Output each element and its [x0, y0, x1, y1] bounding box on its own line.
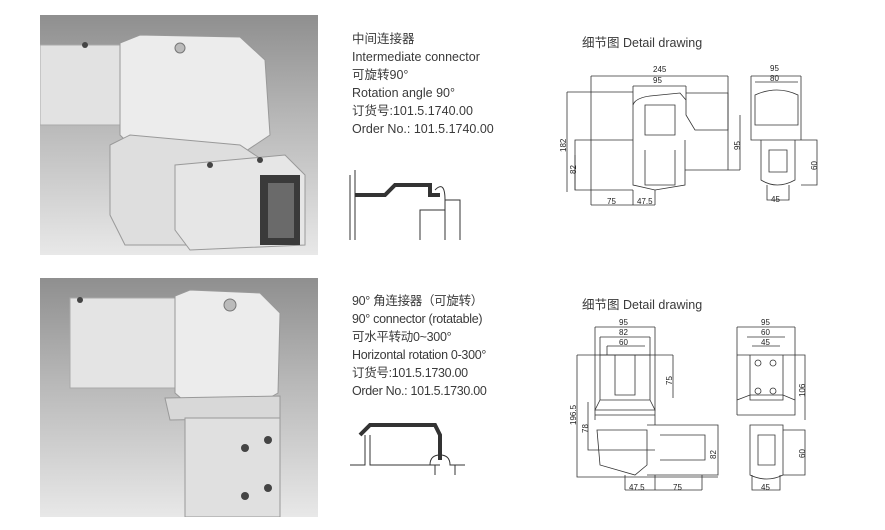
- product-name-cn: 90° 角连接器（可旋转）: [352, 294, 483, 308]
- dim-label: 106: [798, 383, 807, 397]
- dim-label: 245: [653, 65, 667, 74]
- rotation-cn: 可旋转90°: [352, 68, 409, 82]
- dim-label: 75: [607, 197, 616, 206]
- product-name-cn: 中间连接器: [352, 32, 415, 46]
- product-photo-90-connector: [40, 278, 318, 517]
- product-description: 中间连接器 Intermediate connector 可旋转90° Rota…: [352, 30, 494, 138]
- dim-label: 60: [798, 449, 807, 458]
- detail-drawing-2: 95 82 60 75 196.5 78 82 47.5 75 95 60 45…: [555, 315, 825, 495]
- dim-label: 95: [761, 318, 770, 327]
- dim-label: 45: [761, 338, 770, 347]
- connector-render: [40, 34, 306, 251]
- dim-label: 78: [581, 424, 590, 433]
- dim-label: 82: [709, 450, 718, 459]
- product-description: 90° 角连接器（可旋转） 90° connector (rotatable) …: [352, 292, 487, 400]
- dim-label: 60: [810, 161, 819, 170]
- dim-label: 95: [619, 318, 628, 327]
- usage-sketch: [349, 170, 461, 240]
- dim-label: 47.5: [637, 197, 653, 206]
- dim-label: 45: [761, 483, 770, 492]
- dim-label: 95: [653, 76, 662, 85]
- dim-label: 95: [733, 141, 742, 150]
- product-name-en: Intermediate connector: [352, 50, 480, 64]
- dim-label: 196.5: [569, 404, 578, 425]
- dim-label: 182: [559, 138, 568, 152]
- detail-drawing-title: 细节图 Detail drawing: [582, 298, 703, 312]
- dim-label: 82: [619, 328, 628, 337]
- product-photo-intermediate-connector: [40, 15, 318, 255]
- rotation-en: Horizontal rotation 0-300°: [352, 348, 487, 362]
- rotation-cn: 可水平转动0~300°: [352, 330, 452, 344]
- dim-label: 45: [771, 195, 780, 204]
- dim-label: 75: [665, 376, 674, 385]
- detail-drawing-1: 245 95 182 82 95 75 47.5 95 80 60 45: [555, 60, 825, 210]
- connector-render: [69, 289, 281, 517]
- dim-label: 47.5: [629, 483, 645, 492]
- rotation-en: Rotation angle 90°: [352, 86, 455, 100]
- order-number-en: Order No.: 101.5.1740.00: [352, 122, 494, 136]
- order-number-cn: 订货号:101.5.1730.00: [352, 366, 468, 380]
- dim-label: 60: [619, 338, 628, 347]
- product-name-en: 90° connector (rotatable): [352, 312, 483, 326]
- order-number-cn: 订货号:101.5.1740.00: [352, 104, 473, 118]
- dim-label: 95: [770, 64, 779, 73]
- dim-label: 60: [761, 328, 770, 337]
- detail-drawing-title: 细节图 Detail drawing: [582, 36, 703, 50]
- dim-label: 75: [673, 483, 682, 492]
- usage-sketch: [350, 423, 465, 475]
- dim-label: 82: [569, 165, 578, 174]
- dim-label: 80: [770, 74, 779, 83]
- order-number-en: Order No.: 101.5.1730.00: [352, 384, 487, 398]
